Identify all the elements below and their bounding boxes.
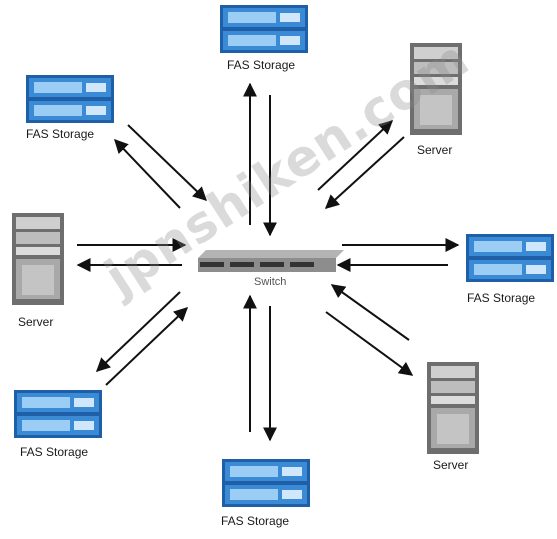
storage-label-bottom: FAS Storage (221, 514, 290, 528)
storage-top-left (26, 75, 114, 123)
switch-label: Switch (254, 276, 287, 288)
storage-label-bottom-left: FAS Storage (20, 445, 89, 459)
storage-label-top-left: FAS Storage (26, 127, 95, 141)
network-switch (198, 250, 344, 272)
arrow-from-server-top-right (324, 136, 405, 209)
storage-top (220, 5, 308, 53)
server-label-bottom-right: Server (433, 458, 469, 472)
server-left (12, 213, 64, 305)
server-bottom-right (427, 362, 479, 454)
connection-arrows (76, 82, 460, 442)
storage-bottom-left (14, 390, 102, 438)
server-label-top-right: Server (417, 143, 453, 157)
arrow-from-storage-top-left (127, 124, 208, 201)
arrow-to-storage-top-left (114, 138, 181, 209)
server-label-left: Server (18, 315, 54, 329)
storage-label-right: FAS Storage (467, 291, 536, 305)
arrow-to-storage-bottom-left (95, 291, 181, 372)
arrow-to-server-top-right (317, 120, 394, 191)
arrow-to-server-bottom-right (325, 311, 414, 376)
arrow-from-storage-bottom-left (105, 307, 189, 386)
storage-bottom (222, 459, 310, 507)
arrow-from-server-bottom-right (330, 284, 410, 341)
storage-label-top: FAS Storage (227, 58, 296, 72)
storage-right (466, 234, 554, 282)
